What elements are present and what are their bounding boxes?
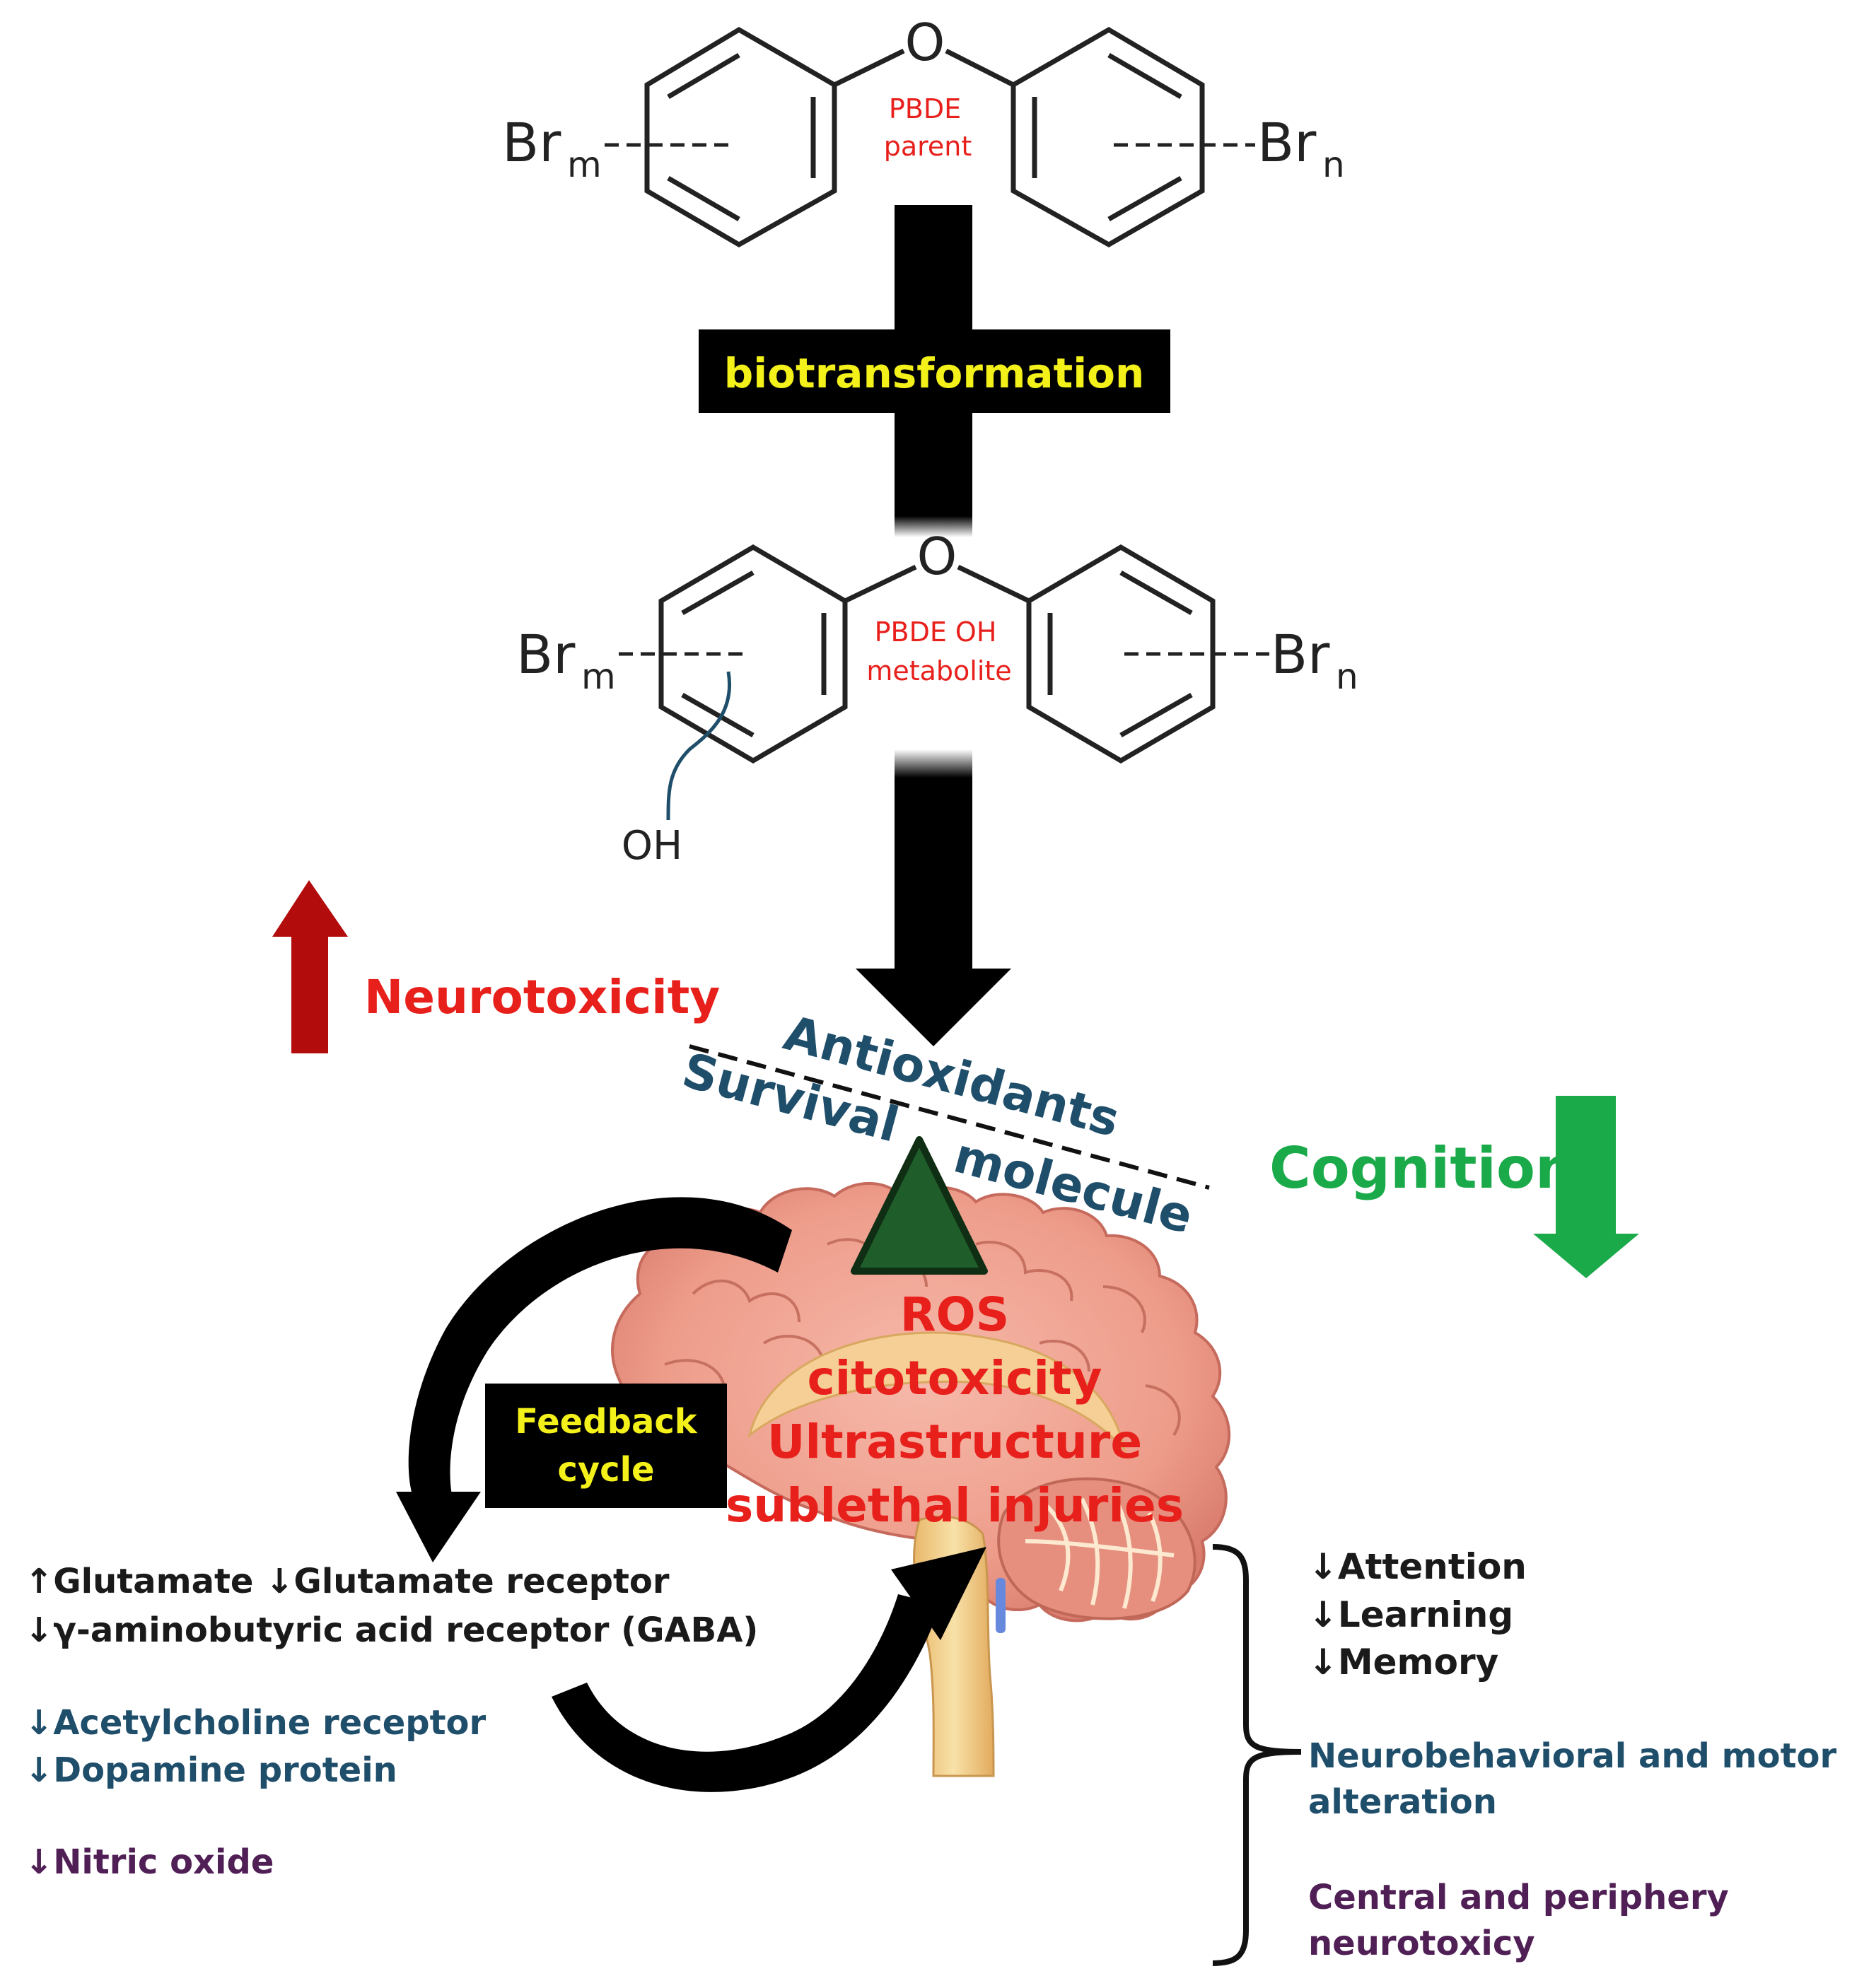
list-item-acetylcholine: ↓Acetylcholine receptor xyxy=(25,1703,487,1743)
feedback-arrow-lower xyxy=(552,1547,986,1792)
brain-effect-ros: ROS xyxy=(900,1287,1009,1342)
feedback-label-line1: Feedback xyxy=(515,1402,698,1442)
metabolite-label-line1: PBDE OH xyxy=(875,616,997,648)
cognition-label: Cognition xyxy=(1269,1135,1576,1201)
pbde-parent-molecule xyxy=(605,26,1255,248)
list-item-memory: ↓Memory xyxy=(1308,1642,1498,1683)
parent-br-left: Br xyxy=(502,111,561,174)
metabolite-br-left-subscript: m xyxy=(581,656,616,697)
list-item-central-line1: Central and periphery xyxy=(1308,1878,1729,1917)
hydroxyl-group: OH xyxy=(622,823,682,869)
parent-oxygen-atom: O xyxy=(905,13,945,72)
brain-stem-marker xyxy=(996,1578,1006,1633)
parent-br-left-subscript: m xyxy=(567,144,602,185)
feedback-arrow-upper xyxy=(396,1197,792,1562)
feedback-cycle-box xyxy=(485,1384,727,1508)
metabolite-br-right: Br xyxy=(1271,623,1330,686)
survival-triangle xyxy=(851,1136,988,1275)
brain-corpus-callosum xyxy=(747,1331,1126,1454)
parent-br-right-subscript: n xyxy=(1322,144,1345,185)
list-item-glutamate: ↑Glutamate ↓Glutamate receptor xyxy=(25,1562,670,1601)
parent-br-right: Br xyxy=(1257,111,1317,174)
brain-effect-sublethal: sublethal injuries xyxy=(726,1478,1184,1533)
right-effects-list: ↓Attention ↓Learning ↓Memory Neurobehavi… xyxy=(1308,1546,1837,1963)
metabolite-br-left: Br xyxy=(516,623,576,686)
antioxidant-dashed-divider xyxy=(689,1044,1210,1190)
list-item-gaba: ↓γ-aminobutyric acid receptor (GABA) xyxy=(25,1610,758,1650)
list-item-neurobehavioral-line1: Neurobehavioral and motor xyxy=(1308,1736,1837,1776)
list-item-dopamine: ↓Dopamine protein xyxy=(25,1750,397,1790)
list-item-nitric-oxide: ↓Nitric oxide xyxy=(25,1842,274,1882)
hydroxyl-bond xyxy=(666,671,731,821)
parent-label-line2: parent xyxy=(884,131,972,162)
metabolite-label-line2: metabolite xyxy=(866,655,1011,686)
list-item-central-line2: neurotoxicy xyxy=(1308,1924,1535,1963)
parent-label-line1: PBDE xyxy=(889,93,961,124)
brain-illustration xyxy=(611,1181,1231,1777)
brain-effect-citotoxicity: citotoxicity xyxy=(807,1351,1102,1405)
list-item-attention: ↓Attention xyxy=(1308,1546,1527,1587)
right-curly-bracket xyxy=(1212,1544,1302,1966)
metabolite-oxygen-atom: O xyxy=(917,527,957,586)
feedback-label-line2: cycle xyxy=(557,1450,654,1490)
biotransformation-box xyxy=(699,329,1170,413)
list-item-neurobehavioral-line2: alteration xyxy=(1308,1782,1497,1822)
metabolite-br-right-subscript: n xyxy=(1336,656,1358,697)
brain-effect-ultrastructure: Ultrastructure xyxy=(767,1415,1142,1469)
cognition-down-arrow xyxy=(1533,1096,1639,1278)
left-effects-list: ↑Glutamate ↓Glutamate receptor ↓γ-aminob… xyxy=(25,1562,758,1882)
list-item-learning: ↓Learning xyxy=(1308,1594,1513,1635)
neurotoxicity-label: Neurotoxicity xyxy=(364,970,720,1024)
pbde-oh-metabolite-molecule xyxy=(619,544,1269,764)
neurotoxicity-up-arrow xyxy=(272,880,348,1053)
biotransformation-label: biotransformation xyxy=(724,349,1145,397)
